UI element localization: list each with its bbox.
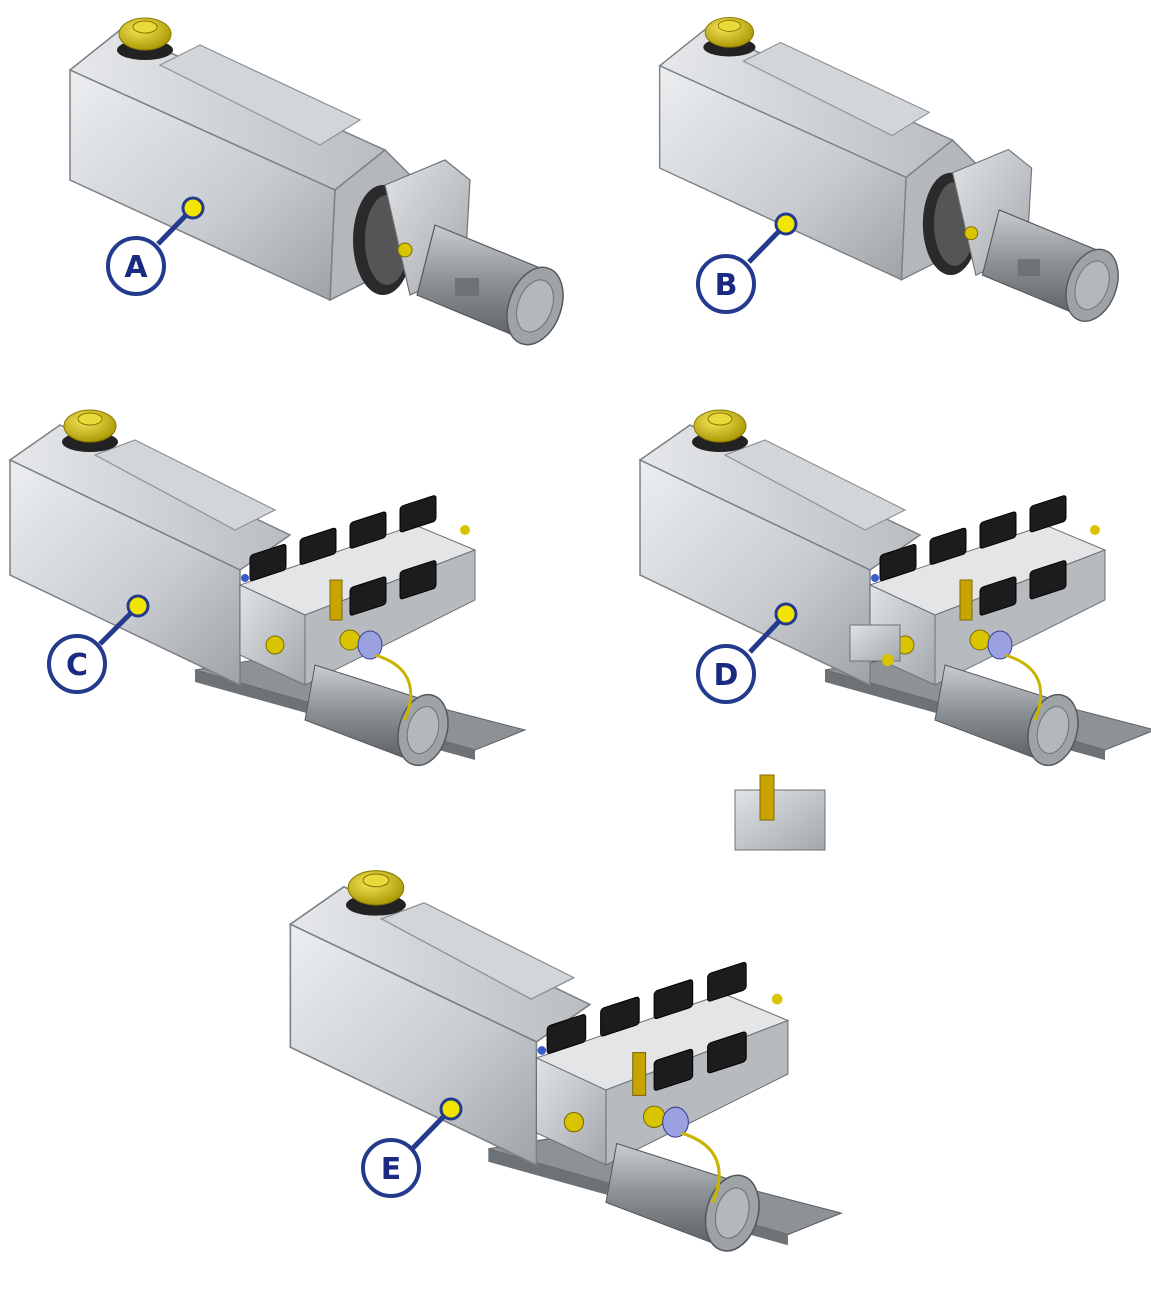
- callout-d: D: [696, 602, 798, 704]
- callout-circle: [361, 1138, 421, 1198]
- stacked-fitting: [759, 774, 775, 821]
- callout-circle: [47, 634, 107, 694]
- callout-c: C: [47, 594, 150, 694]
- callout-b: B: [696, 212, 798, 314]
- unit-c-illustration: [8, 408, 527, 773]
- unit-e-illustration: [288, 774, 844, 1259]
- extra-valve-block: [849, 624, 901, 662]
- stacked-valve-block: [734, 789, 826, 851]
- marker-dot: [181, 196, 205, 220]
- extra-fitting: [882, 654, 894, 666]
- callout-label-e: E: [381, 1152, 402, 1187]
- unit-d-illustration: [638, 408, 1151, 773]
- callout-e: E: [361, 1097, 463, 1198]
- callout-label-c: C: [66, 648, 88, 683]
- callout-circle: [696, 644, 756, 704]
- callout-circle: [106, 236, 166, 296]
- callout-circle: [696, 254, 756, 314]
- callout-label-a: A: [124, 250, 148, 285]
- marker-dot: [439, 1097, 463, 1121]
- callout-label-b: B: [715, 268, 738, 303]
- unit-a-illustration: [69, 17, 574, 354]
- marker-dot: [774, 602, 798, 626]
- marker-dot: [774, 212, 798, 236]
- marker-dot: [126, 594, 150, 618]
- callout-label-d: D: [714, 658, 739, 693]
- callout-a: A: [106, 196, 205, 296]
